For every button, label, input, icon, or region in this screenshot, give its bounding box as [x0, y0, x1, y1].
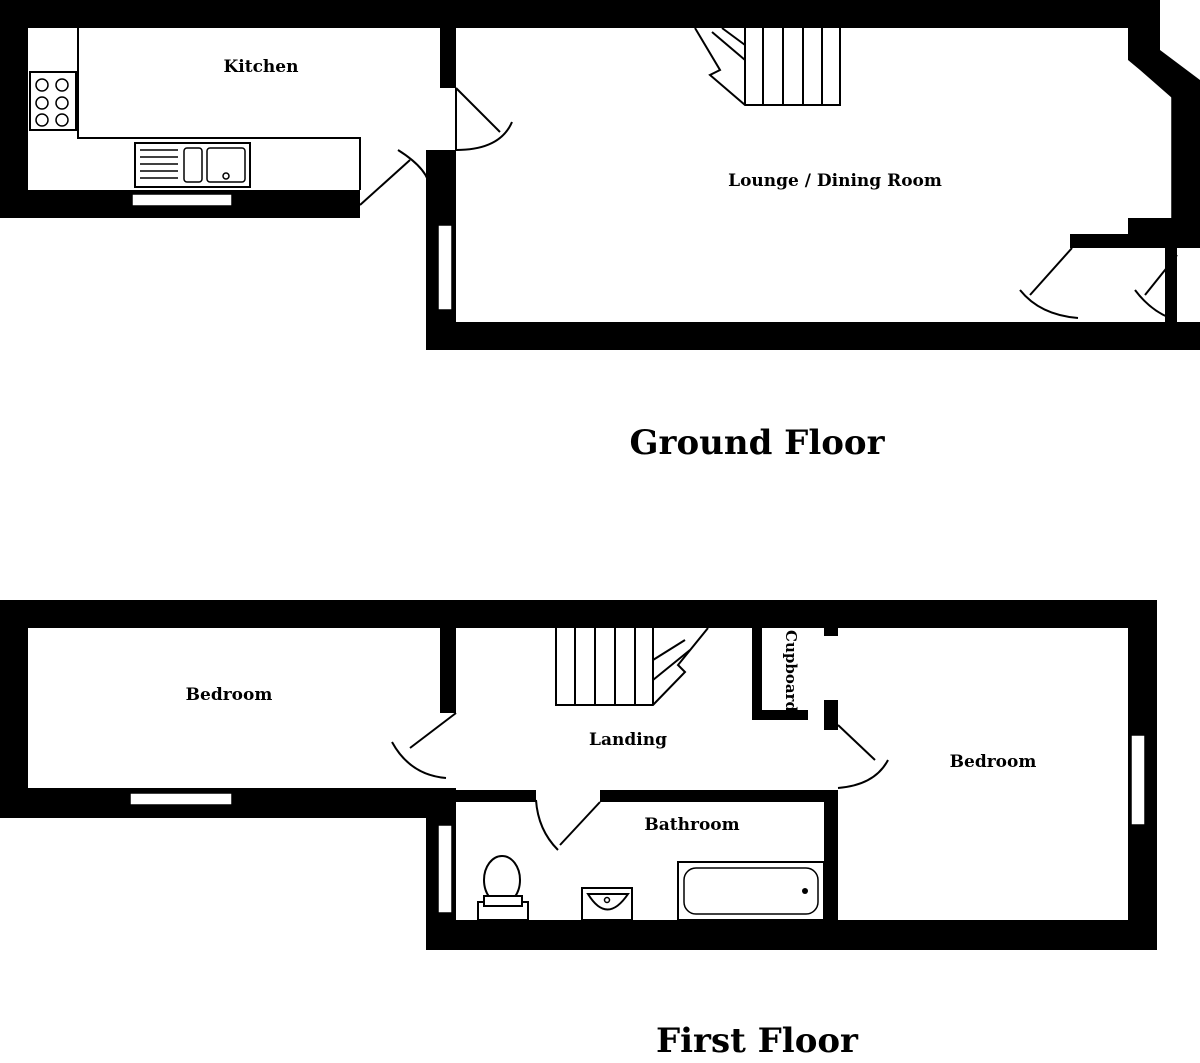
- cupboard-right-wall: [824, 628, 838, 636]
- first-left-wall: [0, 600, 28, 818]
- lounge-left-window: [437, 224, 453, 311]
- hob: [29, 71, 77, 131]
- bathroom-label: Bathroom: [644, 815, 739, 835]
- cupboard-left-wall: [752, 628, 762, 720]
- bedroom1-window: [129, 792, 233, 806]
- bedroom2-label: Bedroom: [950, 752, 1037, 772]
- bedroom2-partition: [824, 700, 838, 730]
- basin: [581, 887, 633, 921]
- kitchen-label: Kitchen: [224, 57, 299, 77]
- kitchen-back-door: [359, 149, 431, 206]
- kitchen-lounge-partition: [440, 28, 456, 88]
- toilet: [477, 855, 529, 921]
- cupboard-doors: [1019, 247, 1178, 319]
- ground-floor-plan: Kitchen Lounge / Dining Room Ground Floo…: [0, 0, 1200, 463]
- bedroom2-window: [1130, 734, 1146, 826]
- kitchen-sink: [134, 142, 251, 188]
- kitchen-lounge-door: [455, 87, 513, 151]
- cupboard-divider: [1165, 234, 1177, 324]
- lounge-right-wall-upper: [1128, 0, 1160, 60]
- bay-window-wall: [1128, 50, 1200, 248]
- cupboard-top-wall: [1070, 234, 1200, 248]
- lounge-dining-label: Lounge / Dining Room: [728, 171, 942, 191]
- landing-bathroom-wall-right: [600, 790, 836, 802]
- first-top-wall: [0, 600, 1157, 628]
- bathroom-window: [437, 824, 453, 914]
- cupboard-bottom-wall: [752, 710, 808, 720]
- first-floor-title: First Floor: [656, 1021, 859, 1061]
- bay-window-inner: [1141, 65, 1173, 240]
- landing-bathroom-wall-left: [456, 790, 536, 802]
- bedroom1-label: Bedroom: [186, 685, 273, 705]
- kitchen-left-wall: [0, 0, 28, 218]
- bedroom2-door: [837, 724, 889, 789]
- ground-stairs: [694, 27, 841, 106]
- ground-top-wall: [0, 0, 1160, 28]
- bedroom1-door: [391, 712, 457, 779]
- ground-floor-title: Ground Floor: [630, 423, 886, 463]
- bedroom1-landing-partition: [440, 628, 456, 713]
- lounge-right-wall-lower: [1128, 218, 1178, 236]
- lounge-bottom-wall: [426, 322, 1200, 350]
- bath: [677, 861, 825, 921]
- first-stairs: [555, 627, 709, 706]
- bathroom-door: [535, 799, 601, 851]
- kitchen-window: [131, 193, 233, 207]
- cupboard-label: Cupboard: [782, 630, 800, 712]
- first-floor-plan: Bedroom Landing Cupboard Bedroom Bathroo…: [0, 600, 1157, 1061]
- landing-label: Landing: [589, 730, 667, 750]
- bathroom-bedroom2-wall: [824, 790, 838, 920]
- kitchen-worktop: [77, 28, 361, 190]
- first-bottom-wall: [426, 920, 1157, 950]
